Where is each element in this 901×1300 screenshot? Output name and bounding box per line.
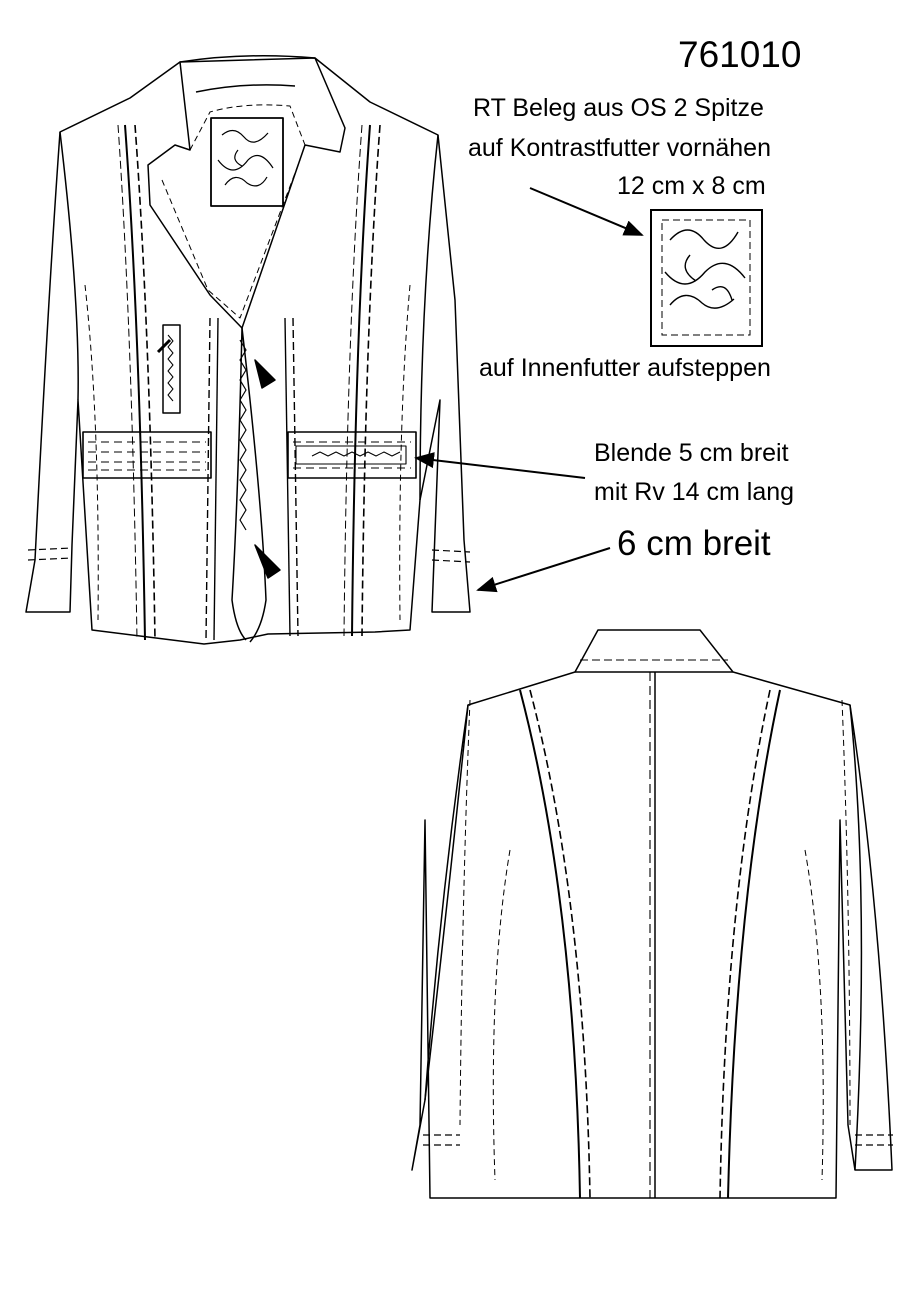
arrow-icon [529,187,644,236]
front-body-outline [25,57,471,645]
lace-facing-size: 12 cm x 8 cm [617,172,766,200]
style-number: 761010 [678,34,802,75]
back-body-outline [411,629,893,1199]
annotation-arrows [414,187,644,593]
back-jacket-sketch [411,629,893,1199]
lace-patch-icon [210,117,284,207]
lace-facing-note-line1: RT Beleg aus OS 2 Spitze [473,94,764,122]
band-width-note: Blende 5 cm breit [594,439,789,467]
waist-band-right [287,431,417,479]
lace-patch-detail [650,209,763,347]
cuff-width-note: 6 cm breit [617,524,771,563]
arrow-icon [414,452,586,479]
collar [147,55,346,329]
inner-lining-note: auf Innenfutter aufsteppen [479,354,771,382]
front-jacket-sketch [25,55,471,645]
waist-band-left [82,431,212,479]
zipper-icon [239,339,247,531]
band-zip-note: mit Rv 14 cm lang [594,478,795,506]
arrow-icon [476,547,611,593]
lace-facing-note-line2: auf Kontrastfutter vornähen [468,134,771,162]
